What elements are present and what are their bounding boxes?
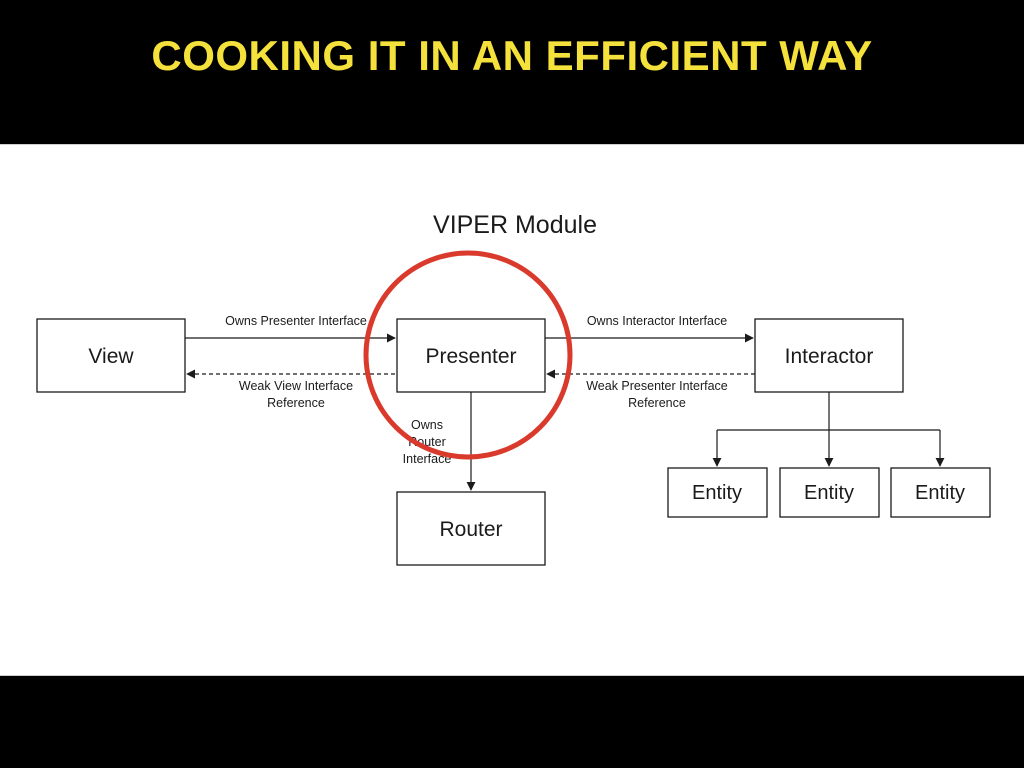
- presenter-highlight-circle: [363, 250, 573, 460]
- view-node-label: View: [88, 345, 134, 368]
- edge-interactor-to-presenter-label-2: Reference: [628, 396, 686, 410]
- interactor-node-label: Interactor: [785, 345, 874, 368]
- presenter-node: Presenter: [396, 318, 546, 393]
- router-node: Router: [396, 491, 546, 566]
- edge-interactor-to-presenter-label-1: Weak Presenter Interface: [586, 379, 728, 393]
- entity-node-2-label: Entity: [804, 482, 854, 504]
- diagram-title: VIPER Module: [433, 211, 597, 239]
- edge-presenter-to-interactor-label: Owns Interactor Interface: [587, 314, 727, 328]
- slide-title: COOKING IT IN AN EFFICIENT WAY: [151, 32, 873, 79]
- entity-node-3-label: Entity: [915, 482, 965, 504]
- edge-presenter-to-router-label-3: Interface: [403, 452, 452, 466]
- edge-view-to-presenter-label: Owns Presenter Interface: [225, 314, 367, 328]
- viper-diagram: VIPER Module View Presenter Interactor R…: [36, 211, 991, 566]
- view-node: View: [36, 318, 186, 393]
- entity-node-1-label: Entity: [692, 482, 742, 504]
- presenter-node-label: Presenter: [425, 345, 516, 368]
- entity-node-2: Entity: [779, 467, 880, 518]
- interactor-node: Interactor: [754, 318, 904, 393]
- edge-presenter-to-router-label-1: Owns: [411, 418, 443, 432]
- edge-interactor-to-entities: [712, 392, 945, 467]
- entity-node-1: Entity: [667, 467, 768, 518]
- diagram-panel: VIPER Module View Presenter Interactor R…: [0, 144, 1024, 676]
- edge-presenter-to-view-label-1: Weak View Interface: [239, 379, 353, 393]
- router-node-label: Router: [439, 518, 502, 541]
- edge-presenter-to-view-label-2: Reference: [267, 396, 325, 410]
- entity-node-3: Entity: [890, 467, 991, 518]
